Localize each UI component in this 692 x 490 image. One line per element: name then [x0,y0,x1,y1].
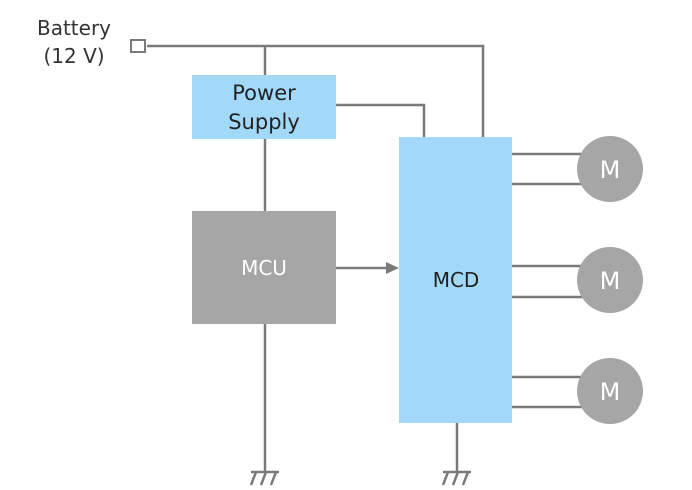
battery-label-line2: (12 V) [43,44,104,68]
mcu-label: MCU [241,256,287,280]
power-supply-label-line2: Supply [228,110,300,134]
arrow-head-icon [386,262,399,274]
motor-3: M [577,358,643,424]
battery-wire [147,44,485,137]
motor-2: M [577,247,643,313]
motor-label: M [600,267,621,295]
motor-label: M [600,378,621,406]
battery-terminal [130,39,146,53]
power-supply-block: Power Supply [192,75,336,139]
psu-to-mcd-wire [336,103,426,137]
mcu-block: MCU [192,211,336,324]
mcd-block: MCD [399,137,512,423]
motor-label: M [600,156,621,184]
power-supply-label-line1: Power [232,81,296,105]
motor-1: M [577,136,643,202]
ground-icon [249,470,279,486]
motor-wires [512,152,585,409]
battery-label-line1: Battery [37,16,111,40]
mcd-label: MCD [433,268,480,292]
ground-icon [441,470,471,486]
